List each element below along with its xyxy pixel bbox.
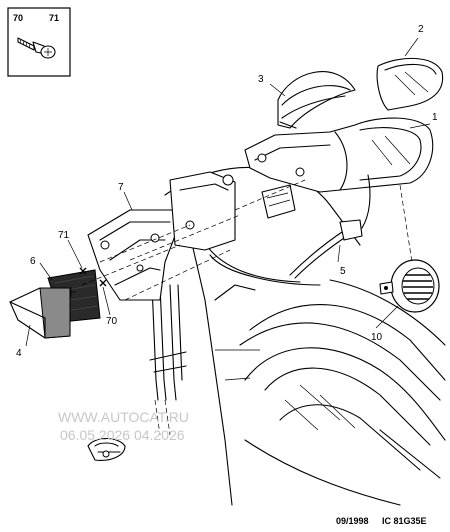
callout-70: 70 [106,316,118,327]
watermark-line-1: WWW.AUTOCAT.RU [58,409,189,425]
callout-10: 10 [371,332,383,343]
inset-label-70: 70 [13,13,23,23]
callout-6: 6 [30,256,36,267]
fastener-markers [79,267,107,287]
callout-7: 7 [118,182,124,193]
speaker-part-10 [379,259,440,313]
screw-icon [17,37,56,59]
screw-inset: 70 71 [7,7,71,77]
callout-5: 5 [340,266,346,277]
support-rails [149,284,187,401]
mirror-cap-part-3 [277,71,356,129]
trim-cover-part-4 [9,287,71,339]
callout-3: 3 [258,74,264,85]
inset-label-71: 71 [49,13,59,23]
mirror-assembly-part-1 [244,117,434,219]
callout-71: 71 [58,230,70,241]
watermark: WWW.AUTOCAT.RU 06.05.2026 04.2026 [58,409,189,443]
footer-code: IC 81G35E [382,516,427,526]
mounting-bracket-part-7 [87,171,236,301]
watermark-line-2: 06.05.2026 04.2026 [60,427,185,443]
callout-1: 1 [432,112,438,123]
callout-labels: 1 2 3 4 5 6 7 10 70 71 [16,24,438,359]
footer-reference: 09/1998 IC 81G35E [336,516,427,526]
leader-lines [25,37,431,347]
callout-4: 4 [16,348,22,359]
footer-date: 09/1998 [336,516,369,526]
clip-detail [87,437,126,461]
mirror-glass-part-2 [376,57,444,111]
door-panel [164,167,446,506]
callout-2: 2 [418,24,424,35]
assembly-guide-lines [81,179,413,436]
wiring-harness-part-5 [289,174,371,279]
